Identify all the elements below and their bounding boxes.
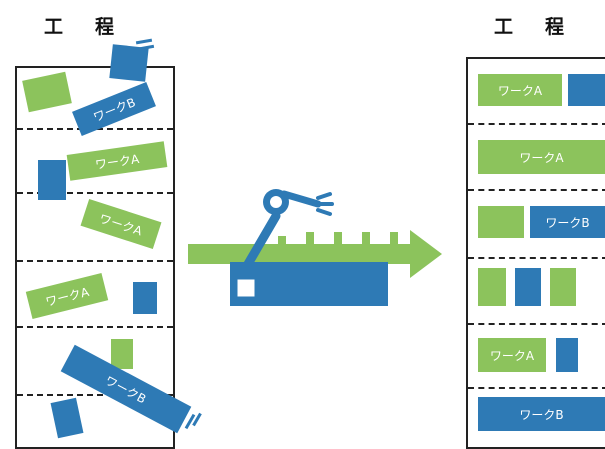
title-char: 工 bbox=[44, 16, 64, 38]
work-a-block: ワークA bbox=[478, 338, 546, 372]
process-divider bbox=[468, 189, 605, 191]
process-divider bbox=[468, 323, 605, 325]
process-divider bbox=[17, 394, 173, 396]
work-block-blue bbox=[133, 282, 157, 314]
work-b-block: ワークB bbox=[530, 206, 605, 238]
process-column-sorted bbox=[466, 57, 605, 449]
work-block-blue bbox=[515, 268, 541, 306]
work-block-green bbox=[478, 206, 524, 238]
work-b-block: ワークB bbox=[478, 397, 605, 431]
right-arrow-icon bbox=[188, 230, 442, 278]
robot-arm-conveyor-icon bbox=[188, 189, 442, 306]
process-divider bbox=[17, 260, 173, 262]
process-divider bbox=[468, 387, 605, 389]
title-char: 程 bbox=[545, 16, 565, 38]
work-block-green bbox=[550, 268, 576, 306]
work-a-block: ワークA bbox=[478, 74, 562, 106]
process-divider bbox=[17, 192, 173, 194]
process-divider bbox=[17, 326, 173, 328]
work-block-blue bbox=[556, 338, 578, 372]
work-block-blue bbox=[109, 44, 149, 82]
work-block-blue bbox=[38, 160, 66, 200]
work-block-green bbox=[478, 268, 506, 306]
work-a-block: ワークA bbox=[478, 140, 605, 174]
process-title-right: 工程 bbox=[494, 12, 564, 39]
title-char: 工 bbox=[494, 16, 514, 38]
work-block-green bbox=[111, 339, 133, 369]
title-char: 程 bbox=[95, 16, 115, 38]
process-divider bbox=[468, 257, 605, 259]
process-title-left: 工程 bbox=[44, 12, 114, 39]
motion-line bbox=[135, 38, 153, 45]
process-divider bbox=[468, 123, 605, 125]
work-block-blue bbox=[568, 74, 605, 106]
